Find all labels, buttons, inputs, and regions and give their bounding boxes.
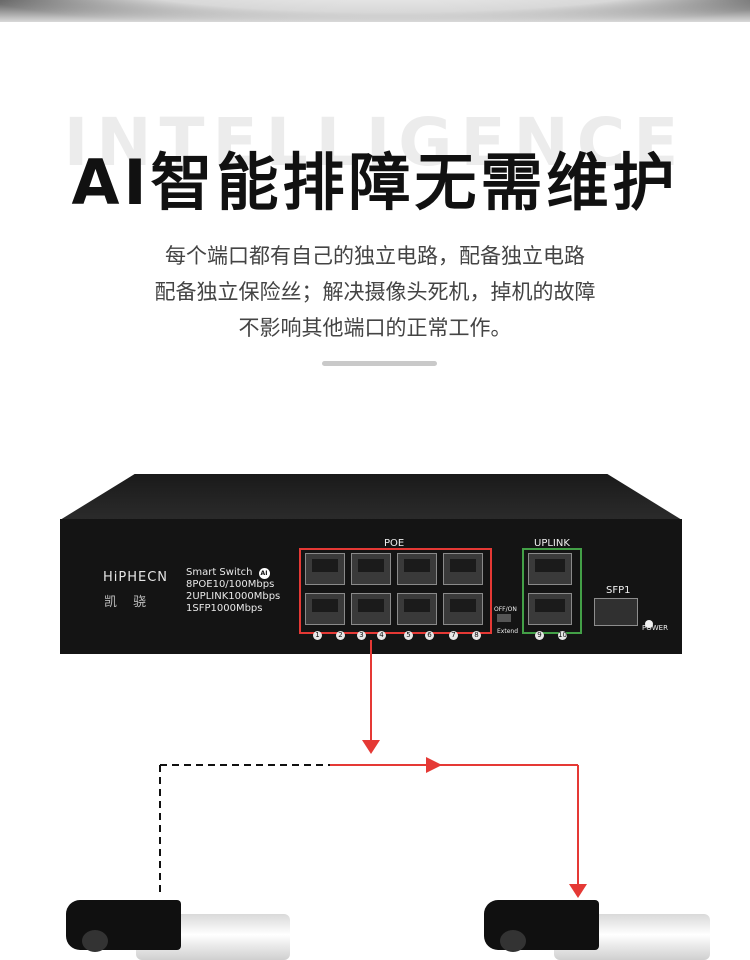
poe-port <box>397 593 437 625</box>
port-number: 8 <box>472 631 481 640</box>
ai-badge: AI <box>258 568 270 579</box>
port-number: 2 <box>336 631 345 640</box>
camera-lens <box>500 930 526 952</box>
poe-port <box>443 553 483 585</box>
poe-port <box>305 593 345 625</box>
poe-port <box>443 593 483 625</box>
poe-port <box>397 553 437 585</box>
spec-line: 1SFP1000Mbps <box>186 603 263 614</box>
arrow-head-down <box>362 740 380 754</box>
camera-left <box>66 900 290 960</box>
description-line: 配备独立保险丝；解决摄像头死机，掉机的故障 <box>154 280 596 304</box>
uplink-port-group <box>522 548 582 634</box>
description-block: 每个端口都有自己的独立电路，配备独立电路 配备独立保险丝；解决摄像头死机，掉机的… <box>0 238 750 346</box>
port-number: 5 <box>404 631 413 640</box>
port-number: 7 <box>449 631 458 640</box>
brand-chinese-name: 凯 骁 <box>104 595 153 610</box>
power-label: POWER <box>642 624 668 632</box>
port-number: 4 <box>377 631 386 640</box>
power-led <box>645 620 653 628</box>
sfp-port <box>594 598 638 626</box>
headline-watermark: INTELLIGENCE <box>63 104 687 181</box>
camera-right <box>484 900 710 960</box>
switch-top-panel <box>60 474 682 520</box>
poe-port-group <box>299 548 492 634</box>
poe-port <box>305 553 345 585</box>
extend-dip-switch <box>497 614 511 622</box>
camera-lens <box>82 930 108 952</box>
description-line: 每个端口都有自己的独立电路，配备独立电路 <box>165 244 585 268</box>
uplink-port <box>528 593 572 625</box>
spec-line: 8POE10/100Mbps <box>186 579 275 590</box>
spec-title: Smart Switch <box>186 567 253 578</box>
top-product-image-strip <box>0 0 750 22</box>
extend-label: Extend <box>497 628 518 635</box>
headline-title: AI智能排障无需维护 <box>71 146 679 219</box>
poe-port <box>351 593 391 625</box>
port-number: 3 <box>357 631 366 640</box>
decorative-swoosh <box>0 0 750 22</box>
port-number: 1 <box>313 631 322 640</box>
poe-port <box>351 553 391 585</box>
port-number: 9 <box>535 631 544 640</box>
spec-line: 2UPLINK1000Mbps <box>186 591 281 602</box>
description-line: 不影响其他端口的正常工作。 <box>238 316 512 340</box>
port-number: 6 <box>425 631 434 640</box>
uplink-label: UPLINK <box>534 538 570 549</box>
arrow-head-down-camera <box>569 884 587 898</box>
spec-title-line: Smart Switch AI <box>186 567 280 579</box>
brand-logo: HiPHECN <box>103 570 169 585</box>
switch-spec: Smart Switch AI 8POE10/100Mbps 2UPLINK100… <box>186 567 280 615</box>
offon-label: OFF/ON <box>494 606 517 613</box>
uplink-port <box>528 553 572 585</box>
arrow-head-right <box>426 757 442 773</box>
sfp-label: SFP1 <box>606 585 631 596</box>
section-divider <box>322 361 437 366</box>
switch-front-panel <box>60 519 682 654</box>
poe-label: POE <box>384 538 405 549</box>
port-number: 10 <box>558 631 567 640</box>
